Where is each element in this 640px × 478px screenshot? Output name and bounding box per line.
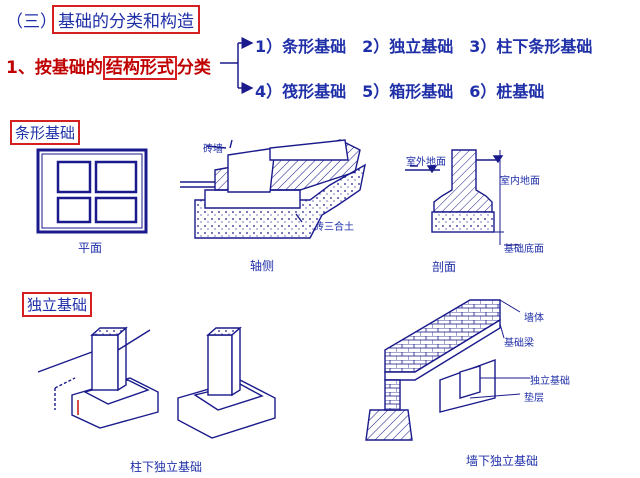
classification-highlight: 结构形式: [102, 56, 177, 80]
strip-profile-drawing: [405, 149, 520, 246]
classification-after: 分类: [176, 58, 211, 78]
header-prefix: （三）: [6, 12, 57, 32]
label-isolated-foundation: 独立基础: [530, 376, 570, 387]
column-isolated-drawing-2: [177, 326, 276, 439]
label-lime-concrete: 碎砖三合土: [304, 222, 354, 233]
classification-bracket: [220, 37, 254, 94]
label-indoor-ground: 室内地面: [500, 176, 540, 187]
label-wall-body: 墙体: [524, 313, 544, 324]
caption-wall-isolated: 墙下独立基础: [466, 454, 539, 468]
caption-axon: 轴侧: [250, 259, 275, 273]
classification-label: 1、按基础的结构形式分类: [6, 53, 211, 80]
label-cushion-layer: 垫层: [524, 393, 544, 404]
label-foundation-beam: 基础梁: [504, 338, 534, 349]
types-line-1: 1）条形基础 2）独立基础 3）柱下条形基础: [255, 37, 593, 56]
wall-isolated-drawing: [365, 299, 530, 441]
caption-column-isolated: 柱下独立基础: [130, 460, 203, 474]
caption-profile: 剖面: [432, 260, 457, 274]
column-isolated-drawing-1: [37, 326, 159, 429]
label-foundation-bottom: 基础底面: [504, 244, 544, 255]
strip-plan-drawing: [36, 148, 148, 234]
section-title-strip: 条形基础: [10, 120, 81, 145]
classification-before: 1、按基础的: [6, 58, 103, 78]
page-title: 基础的分类和构造: [52, 5, 200, 34]
section-title-isolated: 独立基础: [22, 292, 93, 317]
label-brick-wall: 砖墙: [203, 144, 223, 155]
caption-plan: 平面: [78, 241, 103, 255]
label-outdoor-ground: 室外地面: [406, 157, 446, 168]
strip-axon-drawing: [180, 139, 366, 239]
types-line-2: 4）筏形基础 5）箱形基础 6）桩基础: [255, 82, 545, 101]
